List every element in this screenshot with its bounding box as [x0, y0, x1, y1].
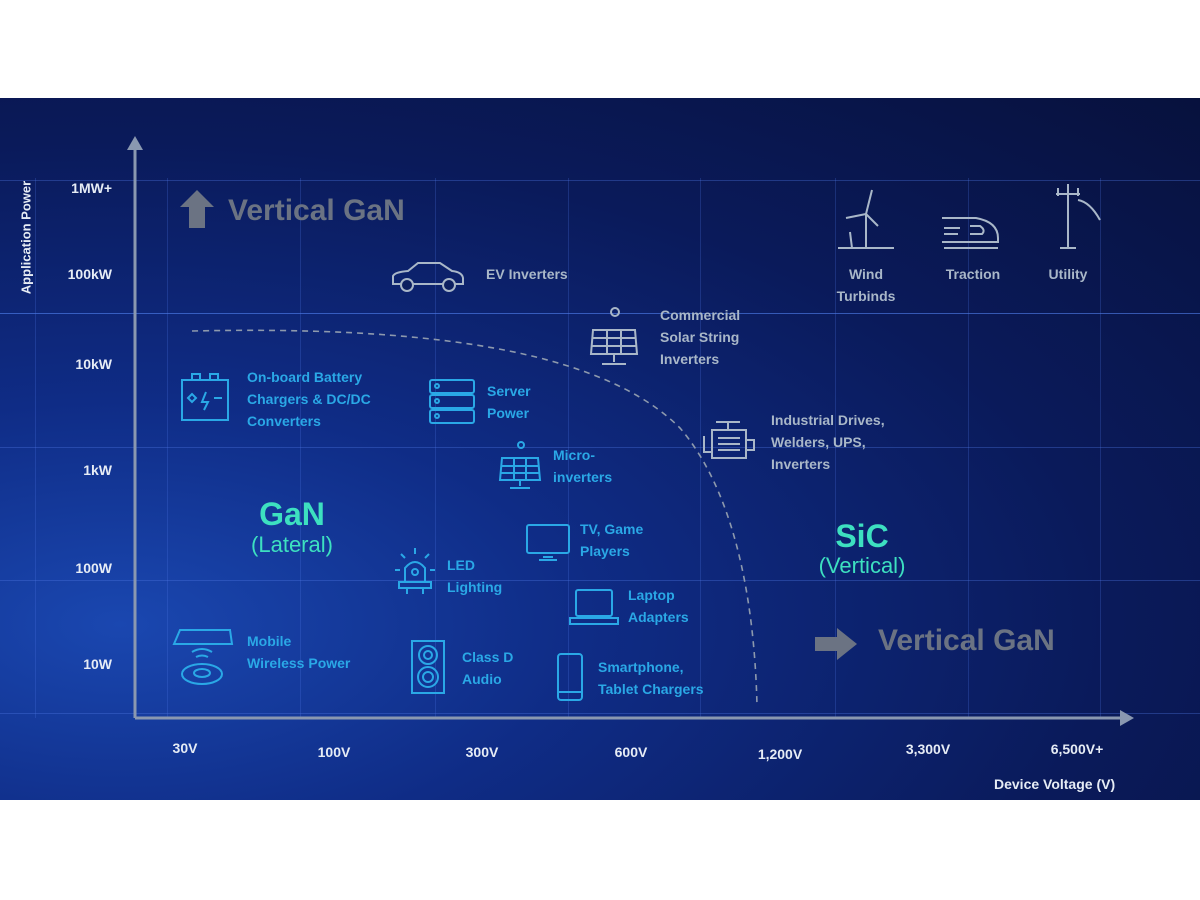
x-tick: 100V [317, 744, 351, 760]
arrow-up-icon [180, 190, 214, 233]
x-tick: 1,200V [757, 746, 803, 762]
y-tick: 10kW [75, 356, 112, 372]
grid-line [700, 178, 701, 718]
grid-line [35, 178, 36, 718]
smartphone-icon [556, 652, 586, 702]
application-label: Micro- inverters [553, 447, 613, 485]
y-tick: 100W [75, 560, 112, 576]
gan-sic-application-diagram: Application Power 1MW+ 100kW 10kW 1kW 10… [0, 98, 1200, 800]
application-label: Class D Audio [462, 649, 514, 687]
axes [127, 136, 1134, 726]
x-tick: 600V [614, 744, 648, 760]
grid-line [1100, 178, 1101, 718]
wireless-charger-icon [170, 626, 234, 688]
battery-icon [178, 370, 232, 422]
y-tick: 10W [83, 656, 112, 672]
application-label: EV Inverters [486, 266, 568, 282]
y-tick: 1kW [83, 462, 112, 478]
application-label: Server Power [487, 383, 531, 421]
laptop-icon [568, 588, 620, 628]
motor-icon [700, 418, 760, 464]
solar-panel-icon [497, 438, 543, 492]
application-label: TV, Game Players [580, 521, 644, 559]
application-label: Mobile Wireless Power [247, 633, 351, 671]
grid-line [968, 178, 969, 718]
solar-panel-icon [587, 302, 641, 368]
grid-line [0, 447, 1200, 448]
server-icon [428, 378, 476, 426]
sic-region-subtitle: (Vertical) [818, 553, 906, 578]
grid-line [300, 178, 301, 718]
arrow-right-icon [815, 628, 857, 665]
application-label: Laptop Adapters [628, 587, 689, 625]
grid-line [0, 580, 1200, 581]
grid-line [0, 713, 1200, 714]
wind-turbine-icon [836, 188, 896, 252]
application-label: On-board Battery Chargers & DC/DC Conver… [247, 369, 371, 429]
grid-line [835, 178, 836, 718]
gan-sic-boundary [191, 329, 758, 707]
grid-line [435, 178, 436, 718]
x-tick: 3,300V [905, 741, 951, 757]
x-tick: 30V [172, 740, 198, 756]
gan-region-subtitle: (Lateral) [251, 532, 333, 557]
tv-icon [525, 523, 571, 563]
application-label: Commercial Solar String Inverters [660, 307, 741, 367]
application-label: Smartphone, Tablet Chargers [598, 659, 704, 697]
y-tick: 100kW [67, 266, 112, 282]
speaker-icon [410, 639, 446, 695]
led-icon [393, 546, 437, 596]
application-label: Traction [945, 266, 1001, 282]
grid-line [167, 178, 168, 718]
gan-region-title: GaN [259, 496, 325, 532]
x-tick: 6,500V+ [1050, 741, 1104, 757]
application-label: Wind Turbinds [836, 266, 896, 304]
x-tick: 300V [465, 744, 499, 760]
grid-line [0, 180, 1200, 181]
x-axis-title: Device Voltage (V) [994, 776, 1116, 792]
application-label: Utility [1048, 266, 1088, 282]
application-label: Industrial Drives, Welders, UPS, Inverte… [771, 412, 885, 472]
sic-region-title: SiC [835, 518, 889, 554]
grid-line [568, 178, 569, 718]
y-tick: 1MW+ [71, 180, 112, 196]
vertical-gan-right-label: Vertical GaN [878, 624, 1055, 657]
vertical-gan-up-label: Vertical GaN [228, 194, 405, 227]
train-icon [940, 214, 1002, 252]
car-icon [390, 260, 466, 294]
application-label: LED Lighting [447, 557, 503, 595]
utility-pole-icon [1048, 180, 1102, 250]
grid-line [0, 313, 1200, 314]
